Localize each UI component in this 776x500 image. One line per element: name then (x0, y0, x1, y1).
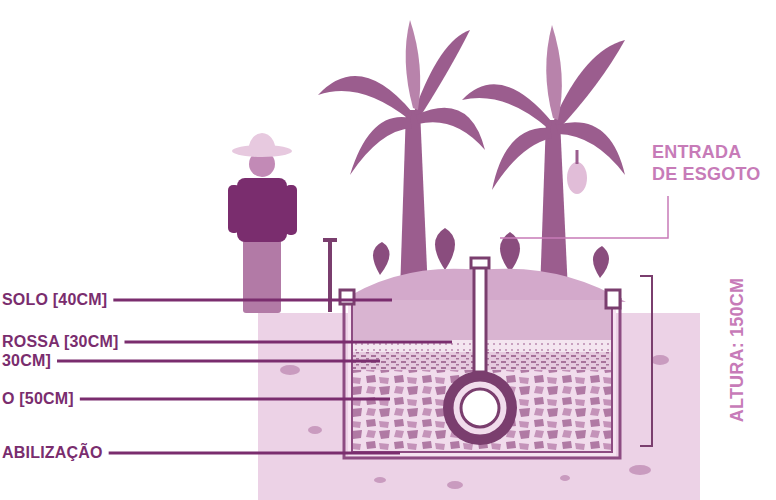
leader-line (57, 360, 380, 363)
inlet-pipe (474, 262, 486, 372)
basin-wall (344, 298, 620, 458)
waterproofing (352, 302, 612, 452)
rubble-layer (352, 370, 612, 452)
inlet-label: ENTRADA DE ESGOTO (652, 142, 764, 185)
leader-line (109, 452, 400, 455)
layer-label: ABILIZAÇÃO (2, 443, 103, 462)
layer-label: 30CM] (2, 351, 51, 370)
tire (443, 371, 517, 445)
banana-tree (318, 20, 625, 292)
farmer (228, 133, 337, 313)
height-bracket (640, 276, 652, 446)
layer-label: ROSSA [30CM] (2, 332, 119, 351)
leader-line (500, 196, 668, 238)
height-label: ALTURA: 150CM (727, 278, 749, 422)
layer-label: O [50CM] (2, 389, 74, 408)
layer-label: SOLO [40CM] (2, 290, 107, 309)
leader-line (125, 341, 453, 344)
leader-line (113, 299, 392, 302)
leader-line (80, 398, 390, 401)
